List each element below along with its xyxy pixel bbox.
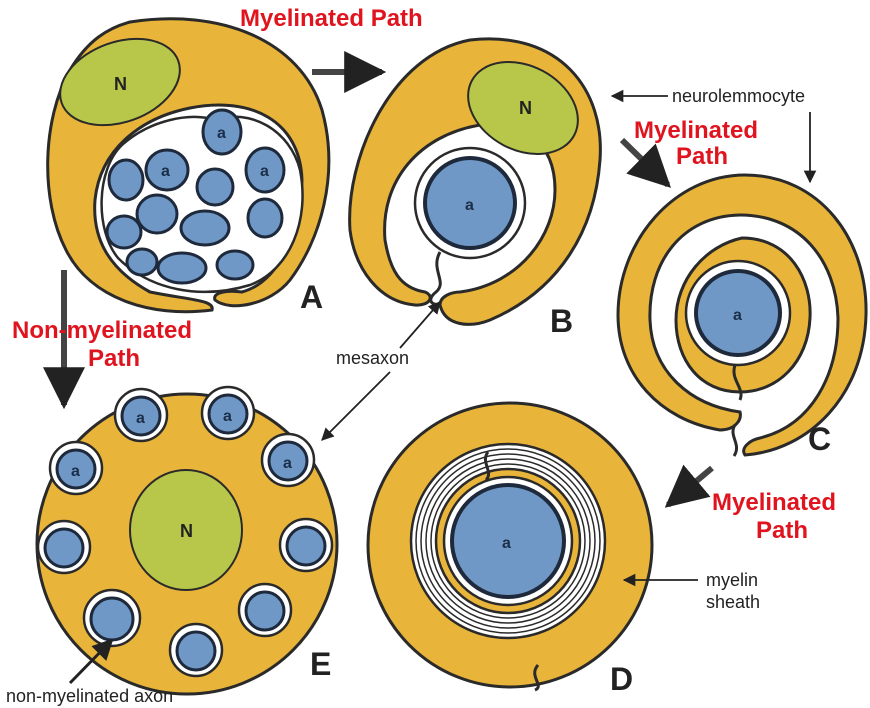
axon-group (170, 624, 222, 676)
axon-label: a (223, 408, 232, 425)
axon (91, 598, 133, 640)
axon (287, 527, 325, 565)
axon-label: a (260, 163, 269, 180)
myelinated-path-label-top: Myelinated Path (240, 5, 423, 32)
myelinated-path-label-right-line2: Path (676, 143, 728, 170)
non-myelinated-path-label-line2: Path (88, 345, 140, 372)
myelinated-path-label-right-line1: Myelinated (634, 117, 758, 144)
axon-label: a (217, 125, 226, 142)
myelinated-path-label-bottom-line2: Path (756, 517, 808, 544)
axon-group (38, 521, 90, 573)
panel-label-c: C (808, 421, 831, 457)
axon (246, 592, 284, 630)
panel-c-cell: a (618, 175, 866, 456)
panel-a-cell: N a a a (48, 19, 329, 312)
axon-label: a (283, 455, 292, 472)
panel-label-d: D (610, 661, 633, 697)
axon (137, 195, 177, 233)
nucleus-label: N (114, 74, 127, 94)
axon (248, 199, 282, 237)
panel-e-cell: N (37, 387, 337, 694)
axon (158, 253, 206, 283)
mesaxon-b (431, 252, 441, 304)
axon (217, 251, 253, 279)
mesaxon-pointer-b (400, 302, 440, 348)
axon-label: a (502, 535, 511, 552)
axon (181, 211, 229, 245)
mesaxon-c-outer (733, 425, 737, 456)
axon-label: a (733, 307, 742, 324)
mesaxon-label: mesaxon (336, 348, 409, 368)
axon-group (280, 519, 332, 571)
myelin-sheath-label-line2: sheath (706, 592, 760, 612)
mesaxon-pointer-e (322, 372, 390, 440)
axon (127, 249, 157, 275)
panel-label-e: E (310, 646, 331, 682)
nucleus-label: N (180, 521, 193, 541)
axon-label: a (161, 163, 170, 180)
non-myelinated-path-label-line1: Non-myelinated (12, 317, 192, 344)
axon (109, 160, 143, 200)
panel-b-cell: N a (350, 39, 601, 324)
myelinated-path-label-bottom-line1: Myelinated (712, 489, 836, 516)
axon (45, 529, 83, 567)
axon-label: a (465, 197, 474, 214)
myelin-sheath-label-line1: myelin (706, 570, 758, 590)
non-myelinated-axon-label: non-myelinated axon (6, 686, 173, 706)
axon (107, 216, 141, 248)
axon-group (84, 590, 140, 646)
panel-label-b: B (550, 303, 573, 339)
neurolemmocyte-label: neurolemmocyte (672, 86, 805, 106)
axon-label: a (136, 410, 145, 427)
axon-group (239, 584, 291, 636)
panel-d-cell: a (368, 403, 652, 690)
arrow-c-to-d (668, 468, 712, 505)
axon (177, 632, 215, 670)
axon-label: a (71, 463, 80, 480)
panel-label-a: A (300, 279, 323, 315)
arrow-b-to-c (622, 140, 668, 185)
nucleus-label: N (519, 98, 532, 118)
axon (197, 169, 233, 205)
